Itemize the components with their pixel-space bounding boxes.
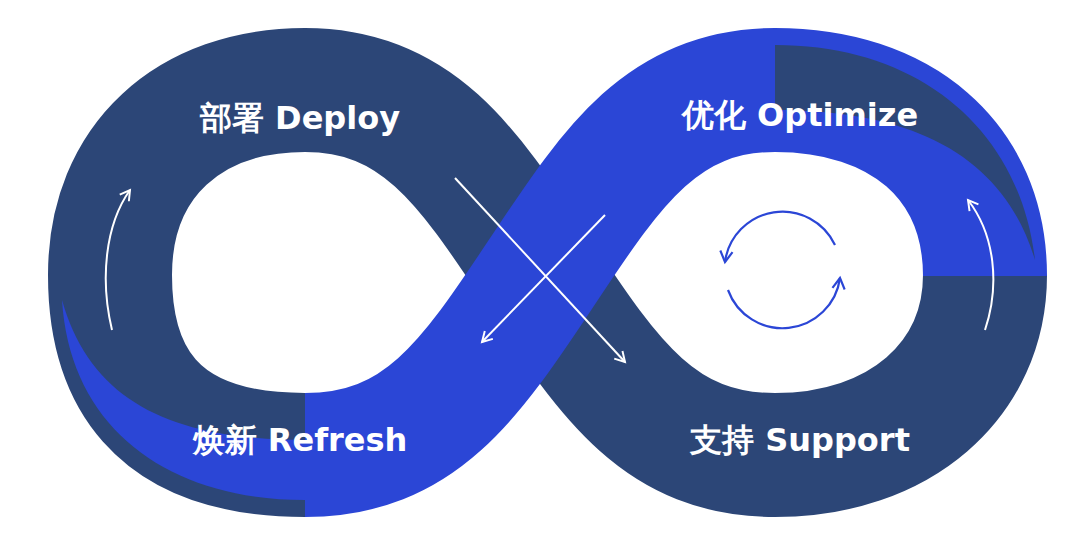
- dark-crescent: [775, 45, 1035, 260]
- bright-crescent: [62, 300, 305, 500]
- refresh-icon: [728, 278, 840, 328]
- flow-arrow: [968, 200, 993, 330]
- flow-arrow: [455, 178, 625, 362]
- flow-arrow: [106, 190, 130, 330]
- flow-arrow: [482, 215, 605, 342]
- stage-label: 部署 Deploy: [200, 99, 400, 137]
- dark-band: [110, 90, 985, 455]
- bright-band: [305, 90, 985, 455]
- stage-label: 优化 Optimize: [682, 96, 918, 134]
- stage-label: 焕新 Refresh: [193, 421, 408, 459]
- refresh-icon: [725, 212, 835, 262]
- stage-label: 支持 Support: [690, 421, 910, 459]
